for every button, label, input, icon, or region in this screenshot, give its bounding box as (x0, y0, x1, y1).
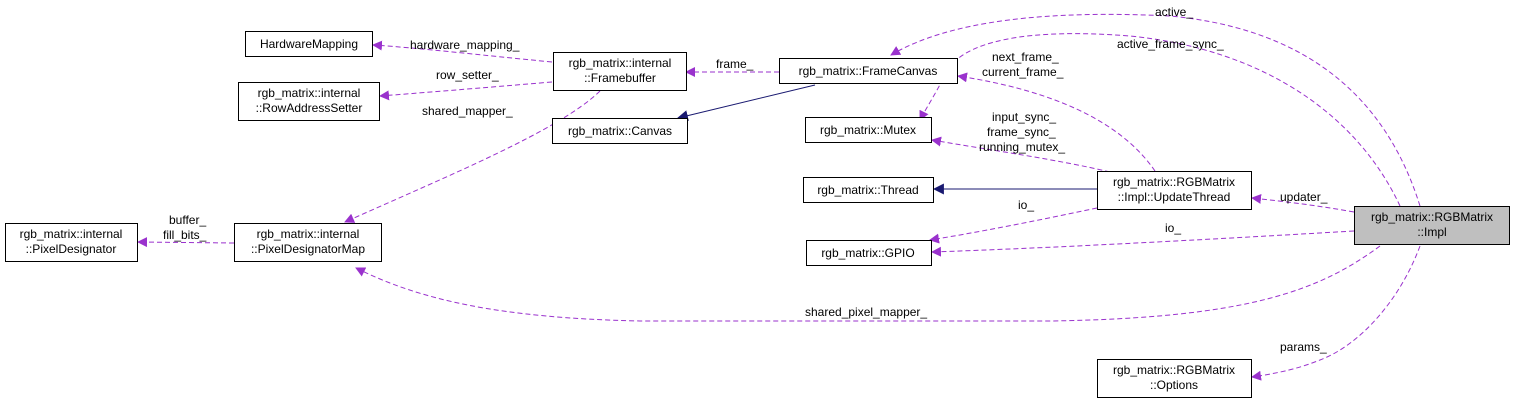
node-row-address-setter[interactable]: rgb_matrix::internal ::RowAddressSetter (238, 82, 380, 121)
node-options[interactable]: rgb_matrix::RGBMatrix ::Options (1097, 359, 1252, 398)
edges (137, 13, 1421, 381)
edge-label-shared-pixel-mapper: shared_pixel_mapper_ (805, 305, 927, 319)
edge-label-current-frame: current_frame_ (982, 65, 1064, 79)
edge-next-current-frame (957, 72, 1156, 172)
edge-updater (1251, 193, 1355, 213)
edge-label-input-sync: input_sync_ (992, 110, 1056, 124)
edge-inherit-canvas (676, 84, 816, 122)
node-impl-label-line2: ::Impl (1417, 225, 1446, 239)
node-update-thread[interactable]: rgb_matrix::RGBMatrix ::Impl::UpdateThre… (1097, 171, 1252, 210)
edge-hardware-mapping (372, 40, 553, 63)
node-hardware-mapping-label: HardwareMapping (260, 37, 358, 51)
edge-io-impl (931, 230, 1355, 257)
node-framebuffer-label-line2: ::Framebuffer (584, 71, 656, 85)
node-row-address-setter-label-line1: rgb_matrix::internal (258, 86, 361, 100)
edge-label-running-mutex: running_mutex_ (979, 140, 1065, 154)
node-options-label-line1: rgb_matrix::RGBMatrix (1113, 363, 1235, 377)
edge-label-active-frame-sync: active_frame_sync_ (1117, 37, 1224, 51)
edge-label-hardware-mapping: hardware_mapping_ (410, 38, 520, 52)
node-row-address-setter-label-line2: ::RowAddressSetter (256, 101, 363, 115)
node-pixel-designator-map-label-line2: ::PixelDesignatorMap (251, 242, 365, 256)
edge-label-fill-bits: fill_bits_ (163, 228, 207, 242)
edge-label-io-impl: io_ (1165, 221, 1181, 235)
node-pixel-designator-map-label-line1: rgb_matrix::internal (257, 227, 360, 241)
nodes: HardwareMapping rgb_matrix::internal ::F… (5, 31, 1510, 398)
edge-label-params: params_ (1280, 340, 1327, 354)
node-thread-label: rgb_matrix::Thread (817, 183, 918, 197)
edge-label-io-thread: io_ (1018, 198, 1034, 212)
edge-params (1251, 245, 1421, 381)
node-frame-canvas[interactable]: rgb_matrix::FrameCanvas (779, 58, 958, 84)
node-gpio[interactable]: rgb_matrix::GPIO (806, 240, 932, 266)
node-canvas[interactable]: rgb_matrix::Canvas (552, 118, 688, 144)
edge-shared-pixel-mapper (355, 245, 1381, 322)
node-hardware-mapping[interactable]: HardwareMapping (245, 31, 373, 57)
node-mutex-label: rgb_matrix::Mutex (820, 123, 916, 137)
edge-shared-mapper (344, 90, 601, 223)
edge-label-row-setter: row_setter_ (436, 68, 499, 82)
edge-buffer-fill-bits (137, 237, 235, 248)
edge-label-active: active_ (1155, 5, 1193, 19)
node-mutex[interactable]: rgb_matrix::Mutex (805, 117, 932, 143)
node-gpio-label: rgb_matrix::GPIO (821, 246, 914, 260)
edge-label-updater: updater_ (1280, 190, 1328, 204)
node-pixel-designator[interactable]: rgb_matrix::internal ::PixelDesignator (5, 223, 138, 262)
edge-label-buffer: buffer_ (169, 213, 206, 227)
node-framebuffer-label-line1: rgb_matrix::internal (569, 56, 672, 70)
node-pixel-designator-label-line1: rgb_matrix::internal (20, 227, 123, 241)
node-impl[interactable]: rgb_matrix::RGBMatrix ::Impl (1354, 206, 1510, 245)
node-update-thread-label-line1: rgb_matrix::RGBMatrix (1113, 175, 1235, 189)
node-update-thread-label-line2: ::Impl::UpdateThread (1118, 190, 1231, 204)
edge-label-frame-sync: frame_sync_ (987, 125, 1056, 139)
node-thread[interactable]: rgb_matrix::Thread (803, 177, 934, 203)
node-options-label-line2: ::Options (1150, 378, 1198, 392)
edge-io-thread (929, 207, 1098, 244)
node-pixel-designator-map[interactable]: rgb_matrix::internal ::PixelDesignatorMa… (234, 223, 382, 262)
edge-active (890, 13, 1421, 207)
node-impl-label-line1: rgb_matrix::RGBMatrix (1371, 210, 1493, 224)
edge-label-frame: frame_ (716, 57, 754, 71)
node-frame-canvas-label: rgb_matrix::FrameCanvas (799, 64, 938, 78)
edge-label-next-frame: next_frame_ (992, 50, 1059, 64)
edge-label-shared-mapper: shared_mapper_ (422, 104, 513, 118)
node-framebuffer[interactable]: rgb_matrix::internal ::Framebuffer (553, 52, 687, 91)
edge-row-setter (379, 81, 553, 101)
edge-labels: active_ active_frame_sync_ hardware_mapp… (163, 5, 1328, 354)
node-canvas-label: rgb_matrix::Canvas (568, 124, 672, 138)
edge-mutex-members (931, 136, 1111, 173)
node-pixel-designator-label-line2: ::PixelDesignator (26, 242, 117, 256)
